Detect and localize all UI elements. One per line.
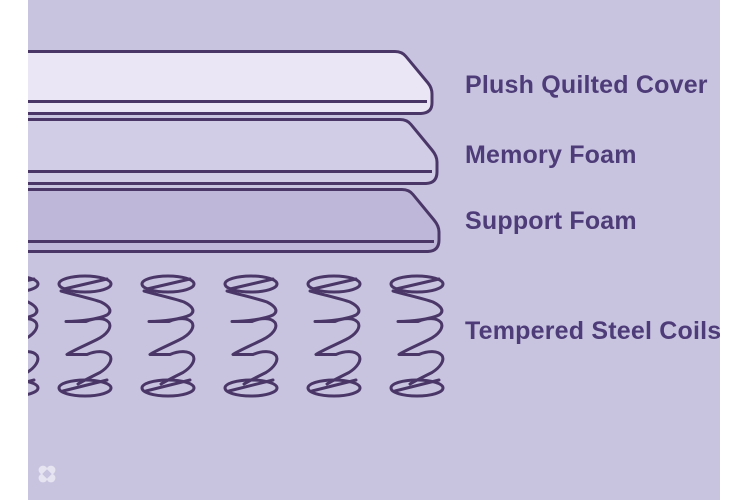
layer-plush-quilted-cover xyxy=(28,50,434,115)
clover-logo-icon xyxy=(37,464,57,484)
mattress-layers-illustration: Plush Quilted Cover Memory Foam Support … xyxy=(28,0,720,500)
coil-spring-icon xyxy=(223,274,279,398)
layer-memory-foam xyxy=(28,118,439,185)
label-memory-foam: Memory Foam xyxy=(465,141,637,169)
coil-spring-icon xyxy=(389,274,445,398)
layer-support-foam-shape xyxy=(28,188,441,253)
label-support-foam: Support Foam xyxy=(465,207,637,235)
coil-spring-icon xyxy=(140,274,196,398)
layer-plush-quilted-cover-shape xyxy=(28,50,434,115)
label-tempered-steel-coils: Tempered Steel Coils xyxy=(465,317,720,345)
coil-spring-icon xyxy=(306,274,362,398)
layer-tempered-steel-coils xyxy=(28,274,445,398)
label-plush-quilted-cover: Plush Quilted Cover xyxy=(465,71,708,99)
coil-spring-icon xyxy=(28,274,40,398)
layer-memory-foam-shape xyxy=(28,118,439,185)
mattress-diagram-canvas xyxy=(28,50,445,398)
coil-spring-icon xyxy=(57,274,113,398)
layer-support-foam xyxy=(28,188,441,253)
